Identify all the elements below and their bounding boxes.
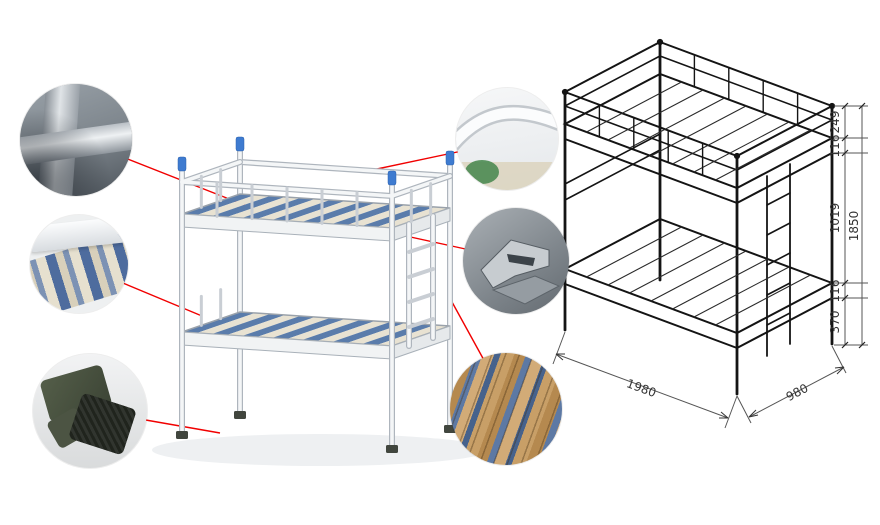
bracket-slot [507,254,535,266]
tech-upper-slats [585,81,812,181]
head-end-rails [564,133,661,201]
technical-drawing [561,38,836,396]
wood-slat-stripes [450,353,562,465]
dim-under-bed: 370 [828,311,842,334]
callout-anti-slip-feet [33,354,147,468]
dim-between-bunks: 1019 [828,203,842,234]
ladder-rungs [407,242,435,329]
upper-deck-frame [562,72,835,204]
post-cap [445,150,455,166]
tech-guardrail-balusters [598,54,799,176]
ladder [766,163,791,357]
tech-lower-slats [585,226,812,326]
plant [465,160,499,184]
post-cap [177,156,187,172]
dimension-ticks [841,102,866,349]
bracket-hook [480,239,550,289]
tube [456,107,558,150]
post-cap [235,136,245,152]
callout-line [451,301,486,363]
bracket-base [491,275,561,305]
dimension-labels: 249 116 1019 1850 116 370 1980 980 [625,111,861,404]
lower-bunk-slats [182,312,450,346]
bed-foot [234,411,246,419]
lower-deck-frame [562,217,835,349]
dim-lower-frame: 116 [828,280,842,303]
dim-upper-frame: 116 [828,135,842,158]
dimension-annotations: 249 116 1019 1850 116 370 1980 980 [552,102,868,429]
post-caps [177,136,455,186]
product-bed-photo [152,136,488,466]
dim-length: 1980 [625,376,659,400]
post-cap [387,170,397,186]
guardrail-detail-art [456,104,558,190]
callout-guardrail-tube [456,88,558,190]
bracket-detail-art [480,239,561,305]
bed-shadow [152,434,488,466]
callout-connector-bracket [463,208,569,314]
callout-line [117,280,203,317]
photo-shading [20,84,132,196]
guardrail-balusters [199,168,433,327]
bed-foot [386,445,398,453]
dim-overall-height: 1850 [847,211,861,242]
dim-width: 980 [784,381,811,404]
dim-top-section: 249 [828,111,842,134]
bed-foot [176,431,188,439]
witness-lines [552,105,868,429]
callout-tube-joint [20,84,132,196]
callout-wooden-slats [450,353,562,465]
callout-corner-slats [30,215,128,313]
